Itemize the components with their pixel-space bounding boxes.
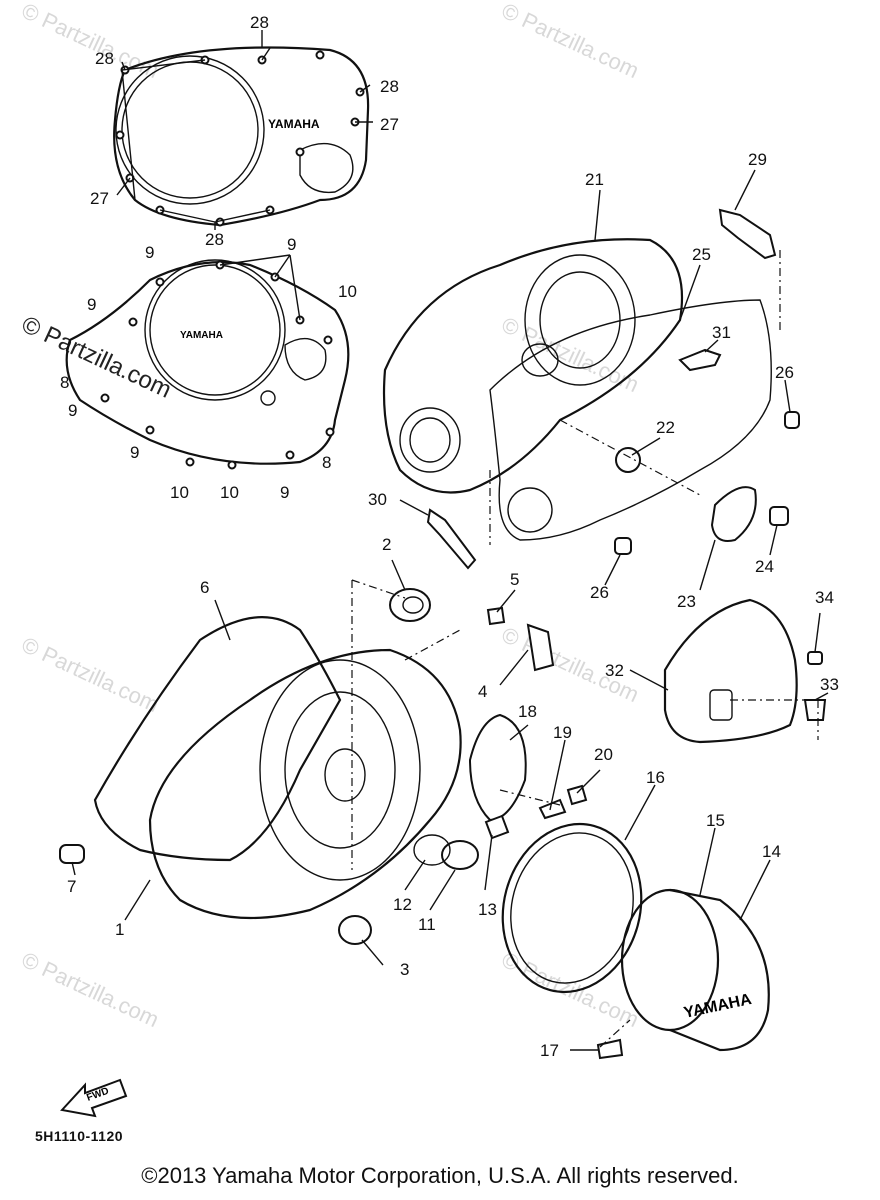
- part-label-13: 13: [478, 900, 497, 919]
- part-label-4: 4: [478, 682, 487, 701]
- part-label-10: 10: [220, 483, 239, 502]
- part-label-33: 33: [820, 675, 839, 694]
- part-label-27: 27: [380, 115, 399, 134]
- part-label-9: 9: [87, 295, 96, 314]
- crankcase-cover: [382, 238, 684, 494]
- watermarks: © Partzilla.com © Partzilla.com © Partzi…: [17, 0, 642, 1032]
- cover-logo: YAMAHA: [268, 117, 320, 131]
- part-label-12: 12: [393, 895, 412, 914]
- part-label-14: 14: [762, 842, 781, 861]
- part-label-28: 28: [380, 77, 399, 96]
- gasket-6: [93, 616, 342, 862]
- part-label-9: 9: [287, 235, 296, 254]
- watermark: © Partzilla.com: [498, 0, 643, 83]
- plate-23: [710, 486, 757, 542]
- part-label-9: 9: [130, 443, 139, 462]
- dowel-pin: [784, 411, 800, 429]
- part-label-10: 10: [338, 282, 357, 301]
- part-label-7: 7: [67, 877, 76, 896]
- part-label-29: 29: [748, 150, 767, 169]
- gasket-25: [489, 299, 772, 541]
- watermark: © Partzilla.com: [18, 0, 163, 83]
- part-11: [441, 840, 479, 870]
- part-label-22: 22: [656, 418, 675, 437]
- part-4: [526, 623, 555, 672]
- bracket-31: [678, 348, 722, 372]
- bolt-24: [769, 506, 789, 526]
- part-label-21: 21: [585, 170, 604, 189]
- part-label-28: 28: [250, 13, 269, 32]
- part-label-24: 24: [755, 557, 774, 576]
- part-label-1: 1: [115, 920, 124, 939]
- part-label-18: 18: [518, 702, 537, 721]
- bolt-5: [486, 606, 506, 626]
- part-label-9: 9: [68, 401, 77, 420]
- cover-14-15: YAMAHA: [620, 888, 770, 1052]
- cover-logo: YAMAHA: [180, 330, 223, 341]
- part-label-19: 19: [553, 723, 572, 742]
- plate-18: [468, 713, 527, 822]
- part-label-28: 28: [205, 230, 224, 249]
- bearing-2: [389, 588, 431, 622]
- part-label-25: 25: [692, 245, 711, 264]
- part-labels: 28 28 28 27 27 28 9 9 9 10 8 9 9 8 10 10…: [60, 13, 839, 1060]
- part-label-6: 6: [200, 578, 209, 597]
- part-label-5: 5: [510, 570, 519, 589]
- part-label-30: 30: [368, 490, 387, 509]
- part-label-32: 32: [605, 661, 624, 680]
- part-label-27: 27: [90, 189, 109, 208]
- forward-arrow-icon: FWD: [60, 1078, 128, 1118]
- reference-lines: [351, 250, 820, 1048]
- part-label-11: 11: [418, 915, 436, 934]
- bolt-17: [596, 1038, 624, 1060]
- part-label-16: 16: [646, 768, 665, 787]
- part-label-17: 17: [540, 1041, 559, 1060]
- part-label-26: 26: [775, 363, 794, 382]
- crankcase-cover-1: [148, 648, 462, 920]
- o-ring-12: [413, 834, 451, 866]
- gasket-16: [501, 822, 643, 994]
- part-label-2: 2: [382, 535, 391, 554]
- part-label-10: 10: [170, 483, 189, 502]
- part-label-15: 15: [706, 811, 725, 830]
- leader-lines: [71, 30, 829, 1051]
- part-label-28: 28: [95, 49, 114, 68]
- gasket-outline-middle: YAMAHA: [65, 254, 350, 470]
- bracket-29: [718, 208, 777, 260]
- copyright-notice: ©2013 Yamaha Motor Corporation, U.S.A. A…: [141, 1163, 739, 1188]
- gasket-outline-top: YAMAHA: [113, 46, 370, 227]
- part-label-34: 34: [815, 588, 834, 607]
- watermark: © Partzilla.com: [18, 947, 163, 1032]
- plug-33: [803, 699, 827, 721]
- part-label-20: 20: [594, 745, 613, 764]
- figure-code: 5H1110-1120: [35, 1128, 124, 1144]
- part-label-26: 26: [590, 583, 609, 602]
- part-label-3: 3: [400, 960, 409, 979]
- seal-3: [338, 915, 372, 945]
- part-13: [484, 814, 510, 840]
- part-label-8: 8: [60, 373, 69, 392]
- bolt-20: [566, 784, 588, 806]
- cover-logo: YAMAHA: [682, 991, 753, 1022]
- cover-32: [663, 598, 798, 744]
- bolt-34: [807, 651, 823, 665]
- dowel-pin: [614, 537, 632, 555]
- watermark: © Partzilla.com: [18, 632, 163, 717]
- bracket-30: [426, 508, 477, 570]
- part-label-9: 9: [145, 243, 154, 262]
- part-label-23: 23: [677, 592, 696, 611]
- part-label-8: 8: [322, 453, 331, 472]
- part-label-31: 31: [712, 323, 731, 342]
- dowel-7: [59, 844, 85, 864]
- part-label-9: 9: [280, 483, 289, 502]
